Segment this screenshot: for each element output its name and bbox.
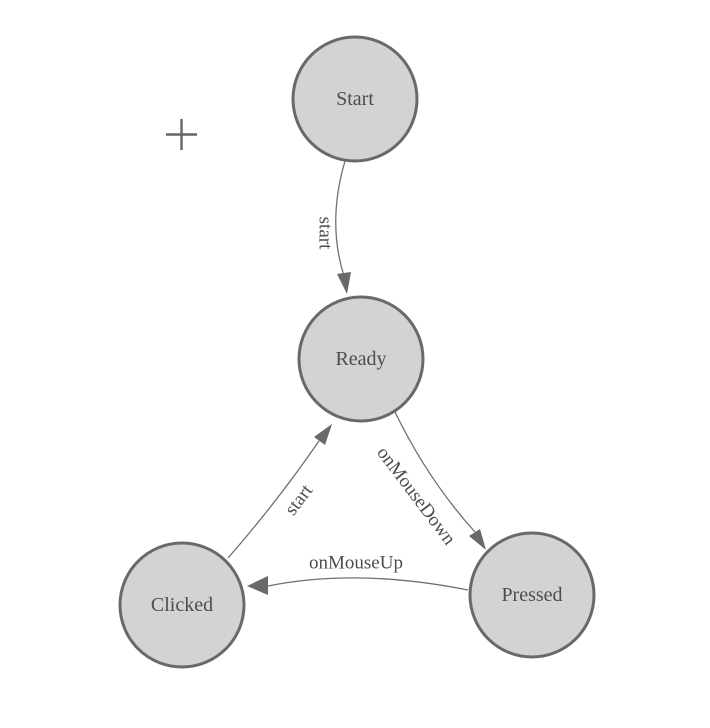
edge-start-to-ready[interactable]: start <box>315 160 352 294</box>
edge-label-start-top: start <box>315 217 336 250</box>
arrowhead-ready-to-pressed <box>469 529 486 550</box>
edge-start-to-ready-line[interactable] <box>335 160 346 277</box>
edge-pressed-to-clicked-line[interactable] <box>267 577 469 591</box>
edge-label-onmousedown: onMouseDown <box>372 443 460 550</box>
node-pressed-circle[interactable] <box>468 531 596 659</box>
node-clicked-circle[interactable] <box>118 541 246 669</box>
edge-pressed-to-clicked[interactable]: onMouseUp <box>247 553 469 596</box>
edge-ready-to-pressed[interactable]: onMouseDown <box>372 411 486 550</box>
arrowhead-start-to-ready <box>337 272 351 294</box>
node-ready[interactable]: Ready <box>297 295 425 423</box>
edge-clicked-to-ready-line[interactable] <box>227 440 320 559</box>
edge-label-onmouseup: onMouseUp <box>309 553 403 574</box>
node-start-label: Start <box>336 88 374 110</box>
node-start[interactable]: Start <box>291 35 419 163</box>
edge-clicked-to-ready[interactable]: start <box>227 424 332 559</box>
node-pressed-label: Pressed <box>501 584 562 606</box>
node-ready-circle[interactable] <box>297 295 425 423</box>
node-pressed[interactable]: Pressed <box>468 531 596 659</box>
node-ready-label: Ready <box>335 348 386 370</box>
arrowhead-clicked-to-ready <box>314 424 332 445</box>
plus-icon[interactable] <box>166 119 197 150</box>
node-clicked[interactable]: Clicked <box>118 541 246 669</box>
arrowhead-pressed-to-clicked <box>247 576 268 595</box>
edge-ready-to-pressed-line[interactable] <box>394 411 476 533</box>
node-clicked-label: Clicked <box>151 594 213 616</box>
node-start-circle[interactable] <box>291 35 419 163</box>
